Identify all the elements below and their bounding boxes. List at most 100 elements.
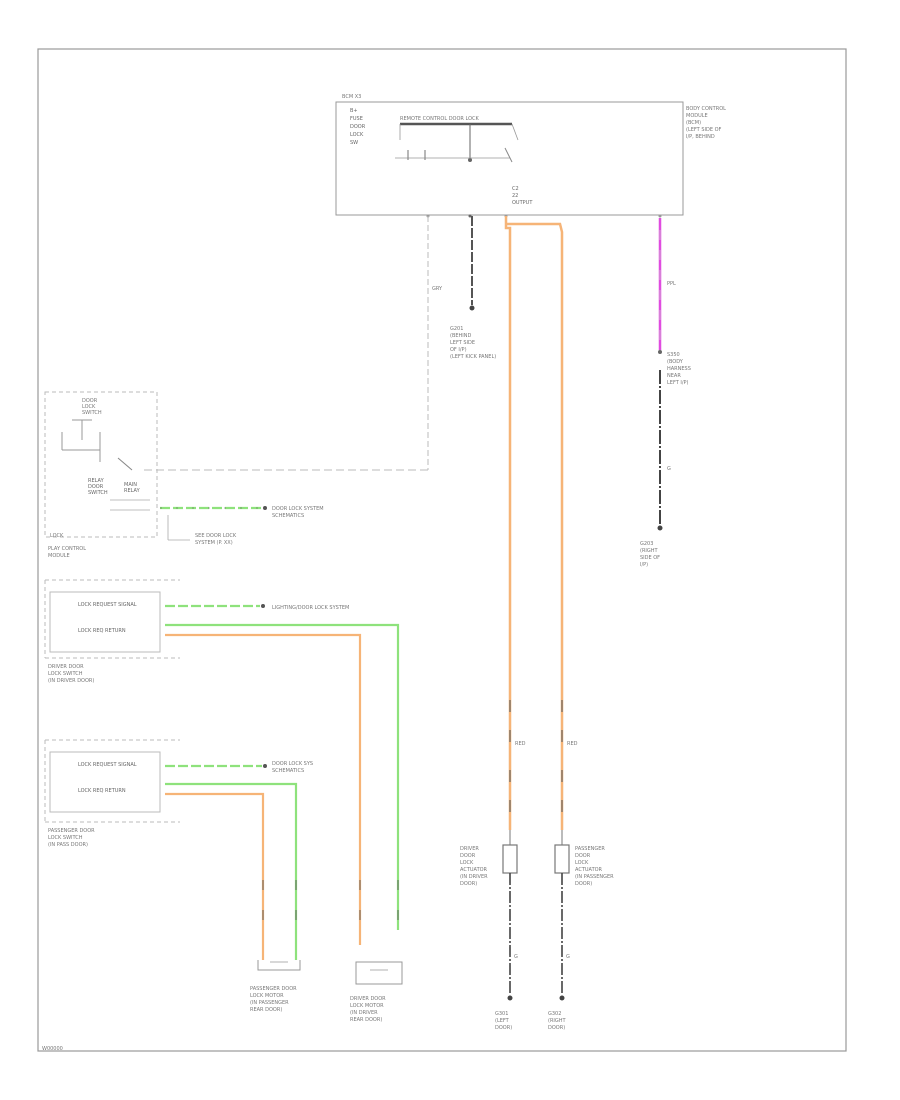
driver-unit-label-0: DRIVER DOOR <box>48 664 84 670</box>
main-module-name-0: BODY CONTROL <box>686 106 726 112</box>
ground-ref-center-0: G201 <box>450 326 463 332</box>
main-module-left-1: FUSE <box>350 116 363 122</box>
driver-unit-label-1: LOCK SWITCH <box>48 671 83 677</box>
pass-door-unit: LOCK REQUEST SIGNAL LOCK REQ RETURN PASS… <box>44 739 180 848</box>
motor-right: DRIVER DOOR LOCK MOTOR (IN DRIVER REAR D… <box>350 961 403 1023</box>
door-switch-box-1: LOCK <box>82 404 96 410</box>
lf-actuator-3: ACTUATOR <box>460 867 488 873</box>
motor-right-2: (IN DRIVER <box>350 1010 378 1016</box>
ground-lf-0: G301 <box>495 1011 508 1017</box>
door-switch-left-1: DOOR <box>88 484 104 490</box>
main-module-name-4: I/P, BEHIND <box>686 134 715 140</box>
ground-rf-2: DOOR) <box>548 1025 565 1031</box>
rf-actuator-0: PASSENGER <box>575 846 605 852</box>
rf-actuator-1: DOOR <box>575 853 591 859</box>
rf-actuator-3: ACTUATOR <box>575 867 603 873</box>
lf-actuator-2: LOCK <box>460 860 474 866</box>
main-module-left-2: DOOR <box>350 124 366 130</box>
door-switch-caption-0: PLAY CONTROL <box>48 546 86 552</box>
motor-right-1: LOCK MOTOR <box>350 1003 384 1009</box>
ground-ref-center-3: OF I/P) <box>450 347 467 353</box>
wire-orange-driver-loop <box>165 633 362 945</box>
motor-left-0: PASSENGER DOOR <box>250 986 297 992</box>
wire-orange-lf <box>504 216 512 830</box>
door-ref-to-1: SCHEMATICS <box>272 513 304 519</box>
rf-actuator: PASSENGER DOOR LOCK ACTUATOR (IN PASSENG… <box>548 830 614 1031</box>
main-module-name-3: (LEFT SIDE OF <box>686 127 722 133</box>
pass-unit-pin-0: LOCK REQUEST SIGNAL <box>78 762 137 768</box>
pass-unit-pin-1: LOCK REQ RETURN <box>78 788 126 794</box>
ground-rf-0: G302 <box>548 1011 561 1017</box>
ground-right-3: I/P) <box>640 562 648 568</box>
ground-ref-center-4: (LEFT KICK PANEL) <box>450 354 496 360</box>
ground-ref-center-2: LEFT SIDE <box>450 340 475 346</box>
driver-unit-ref: LIGHTING/DOOR LOCK SYSTEM <box>272 605 349 611</box>
ground-right-1: (RIGHT <box>640 548 659 554</box>
ground-ref-center-1: (BEHIND <box>450 333 472 339</box>
splice-right-0: S350 <box>667 352 680 358</box>
main-module-inner-label: REMOTE CONTROL DOOR LOCK <box>400 116 480 122</box>
pass-unit-ref-0: DOOR LOCK SYS <box>272 761 313 767</box>
main-module-name-1: MODULE <box>686 113 708 119</box>
door-ref-to-0: DOOR LOCK SYSTEM <box>272 506 324 512</box>
door-switch-module-tag: LOCK <box>50 533 64 539</box>
pass-unit-label-2: (IN PASS DOOR) <box>48 842 88 848</box>
wire-code-blk-lf: G <box>514 954 518 960</box>
door-switch-box-2: SWITCH <box>82 410 102 416</box>
splice-right-node <box>658 350 662 354</box>
pass-unit-label-0: PASSENGER DOOR <box>48 828 95 834</box>
wire-orange-pass-loop <box>165 792 265 960</box>
door-ref-note-1: SYSTEM (P. XX) <box>195 540 233 546</box>
ground-lf-2: DOOR) <box>495 1025 512 1031</box>
ground-right-node <box>657 525 663 531</box>
door-switch-box-0: DOOR <box>82 398 98 404</box>
wire-code-blk-right: G <box>667 466 671 472</box>
main-module-name-2: (BCM) <box>686 120 701 126</box>
main-module-pin-0: C2 <box>512 186 519 192</box>
main-module-pin-2: OUTPUT <box>512 200 533 206</box>
motor-right-3: REAR DOOR) <box>350 1017 382 1023</box>
splice-right-2: HARNESS <box>667 366 691 372</box>
wire-code-ppl: PPL <box>667 281 676 287</box>
main-module: BCM X3 REMOTE CONTROL DOOR LOCK B+ FUSE … <box>335 94 726 218</box>
door-switch-caption-1: MODULE <box>48 553 70 559</box>
rf-actuator-5: DOOR) <box>575 881 592 887</box>
ground-right-0: G203 <box>640 541 653 547</box>
splice-right-3: NEAR <box>667 373 681 379</box>
ground-right-2: SIDE OF <box>640 555 660 561</box>
main-module-left-3: LOCK <box>350 132 364 138</box>
door-switch-left-4: RELAY <box>124 488 141 494</box>
main-module-left-4: SW <box>350 140 358 146</box>
motor-left-1: LOCK MOTOR <box>250 993 284 999</box>
door-switch-left-2: SWITCH <box>88 490 108 496</box>
motor-left-3: REAR DOOR) <box>250 1007 282 1013</box>
lf-actuator: DRIVER DOOR LOCK ACTUATOR (IN DRIVER DOO… <box>460 830 518 1031</box>
ground-rf-1: (RIGHT <box>548 1018 567 1024</box>
door-switch-module: DOOR LOCK SWITCH RELAY DOOR SWITCH MAIN … <box>44 391 158 559</box>
door-switch-left-3: MAIN <box>124 482 137 488</box>
diagram-frame <box>37 48 847 1052</box>
ground-ref-center-node <box>469 305 475 311</box>
driver-unit-pin-0: LOCK REQUEST SIGNAL <box>78 602 137 608</box>
rf-actuator-2: LOCK <box>575 860 589 866</box>
lf-actuator-1: DOOR <box>460 853 476 859</box>
splice-right-4: LEFT I/P) <box>667 380 689 386</box>
rf-actuator-4: (IN PASSENGER <box>575 874 614 880</box>
door-ref-note-0: SEE DOOR LOCK <box>195 533 237 539</box>
motor-left-2: (IN PASSENGER <box>250 1000 289 1006</box>
driver-door-unit: LOCK REQUEST SIGNAL LOCK REQ RETURN DRIV… <box>44 579 180 684</box>
motor-left: PASSENGER DOOR LOCK MOTOR (IN PASSENGER … <box>250 960 301 1013</box>
main-module-left-0: B+ <box>350 108 358 114</box>
wire-code-red-lf: RED <box>515 741 526 747</box>
splice-right-1: (BODY <box>667 359 684 365</box>
motor-right-0: DRIVER DOOR <box>350 996 386 1002</box>
pass-unit-label-1: LOCK SWITCH <box>48 835 83 841</box>
wire-code-gry: GRY <box>432 286 443 292</box>
door-switch-left-0: RELAY <box>88 478 105 484</box>
main-module-pin-1: 22 <box>512 193 518 199</box>
wire-code-red-rf: RED <box>567 741 578 747</box>
lf-actuator-4: (IN DRIVER <box>460 874 488 880</box>
wire-green-pass-loop <box>165 782 298 960</box>
lf-actuator-5: DOOR) <box>460 881 477 887</box>
